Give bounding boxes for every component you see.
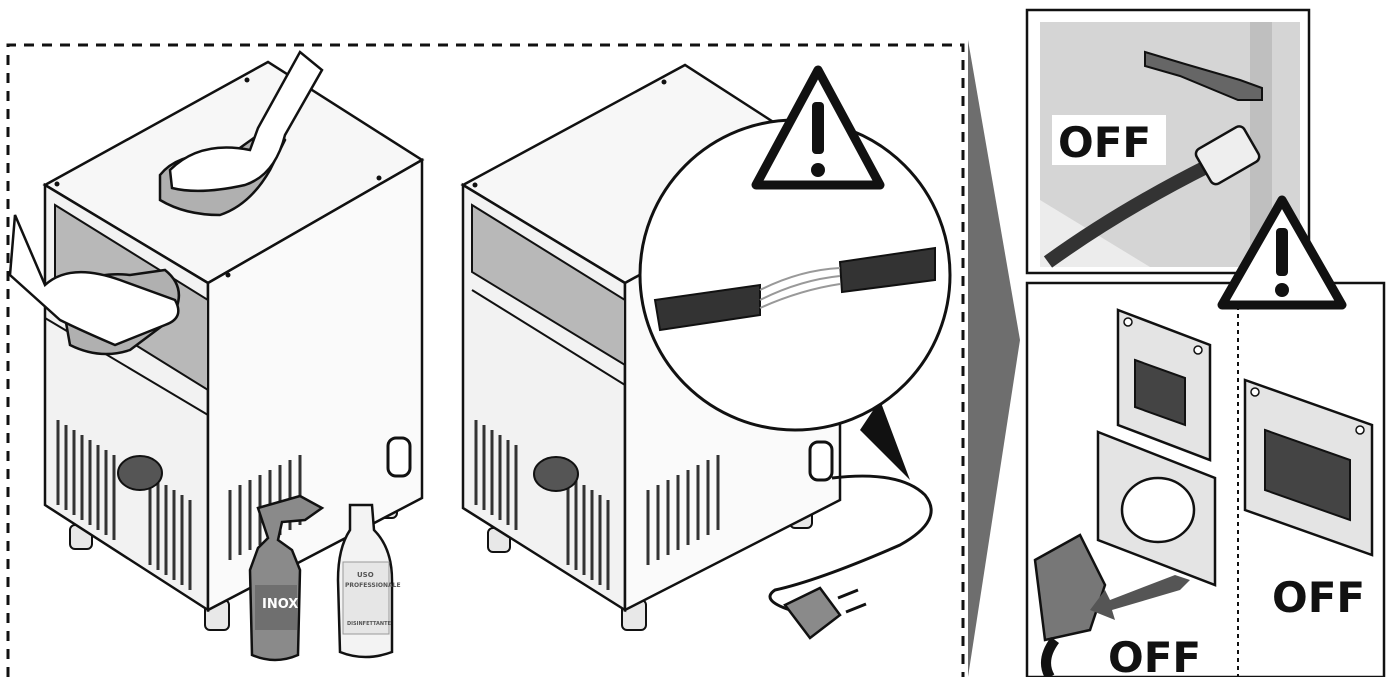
switch-off-label: OFF [1272,573,1365,622]
plug-icon [783,586,867,640]
circuit-breaker-right [1243,378,1374,557]
disinfectant-bottle: USO PROFESSIONALE DISINFETTANTE [336,503,401,659]
warning-triangle-icon-right [1217,195,1347,310]
ice-machine-left [42,60,425,631]
water-valve-panel: OFF [1025,8,1311,275]
bottle-label-line1: USO [357,571,374,579]
spray-bottle-label: INOX [262,597,298,612]
electrical-panel: OFF OFF [1025,281,1386,677]
circuit-breaker-icon [1116,308,1212,462]
power-cable [768,474,933,612]
cloth-hand-icon [8,50,324,356]
spray-bottle: INOX [248,494,325,662]
arrow-right-icon [968,40,1020,677]
plug-off-label: OFF [1108,633,1201,677]
warning-triangle-icon [751,65,885,190]
unplugged-plug [1033,533,1190,677]
wall-socket [1096,430,1217,587]
damaged-cable-icon [638,118,952,480]
valve-off-label: OFF [1058,118,1151,167]
bottle-label-line3: DISINFETTANTE [347,621,392,627]
bottle-label-line2: PROFESSIONALE [345,582,401,589]
dashed-frame [6,43,965,677]
